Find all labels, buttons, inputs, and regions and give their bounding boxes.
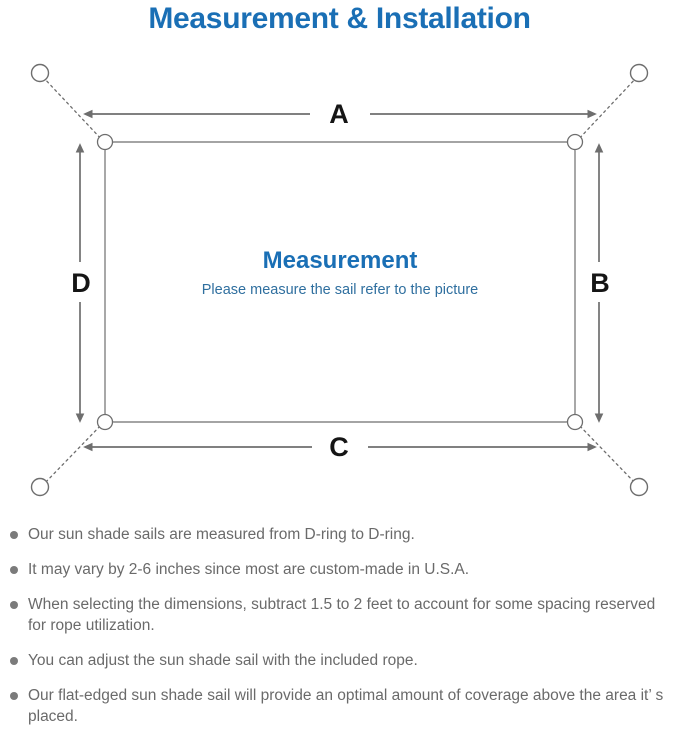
measurement-diagram: A C D B Measurement Please measure the s… (0, 44, 679, 514)
notes-list: Our sun shade sails are measured from D-… (0, 524, 679, 741)
note-text: When selecting the dimensions, subtract … (28, 596, 656, 634)
bullet-icon (10, 531, 18, 539)
d-ring-top-right (566, 133, 584, 151)
rope-line-top-right (575, 75, 639, 143)
bullet-icon (10, 601, 18, 609)
bullet-icon (10, 566, 18, 574)
dimension-label-b: B (590, 268, 610, 298)
diagram-svg: A C D B Measurement Please measure the s… (30, 63, 649, 497)
label-bg-c (312, 430, 368, 464)
d-ring-top-left (96, 133, 114, 151)
d-ring-bottom-right (566, 413, 584, 431)
list-item: Our flat-edged sun shade sail will provi… (0, 685, 679, 727)
anchor-bottom-left (30, 477, 50, 497)
bullet-icon (10, 692, 18, 700)
center-heading: Measurement (263, 247, 418, 274)
dimension-label-a: A (329, 99, 349, 129)
page-title: Measurement & Installation (148, 2, 531, 35)
note-text: You can adjust the sun shade sail with t… (28, 652, 418, 669)
label-bg-d (64, 262, 98, 302)
dimension-label-c: C (329, 432, 349, 462)
label-bg-a (310, 97, 370, 131)
anchor-top-left (30, 63, 50, 83)
bullet-icon (10, 657, 18, 665)
anchor-top-right (629, 63, 649, 83)
d-ring-bottom-left (96, 413, 114, 431)
anchor-bottom-right (629, 477, 649, 497)
rope-line-bottom-left (41, 421, 105, 487)
note-text: It may vary by 2-6 inches since most are… (28, 561, 470, 578)
dimension-label-d: D (71, 268, 91, 298)
list-item: It may vary by 2-6 inches since most are… (0, 559, 679, 580)
list-item: When selecting the dimensions, subtract … (0, 594, 679, 636)
center-subtext: Please measure the sail refer to the pic… (202, 282, 478, 298)
rope-line-bottom-right (575, 421, 639, 487)
note-text: Our flat-edged sun shade sail will provi… (28, 687, 664, 725)
rope-line-top-left (41, 75, 105, 143)
note-text: Our sun shade sails are measured from D-… (28, 526, 415, 543)
list-item: Our sun shade sails are measured from D-… (0, 524, 679, 545)
label-bg-b (583, 262, 617, 302)
list-item: You can adjust the sun shade sail with t… (0, 650, 679, 671)
sail-shape (104, 141, 576, 423)
